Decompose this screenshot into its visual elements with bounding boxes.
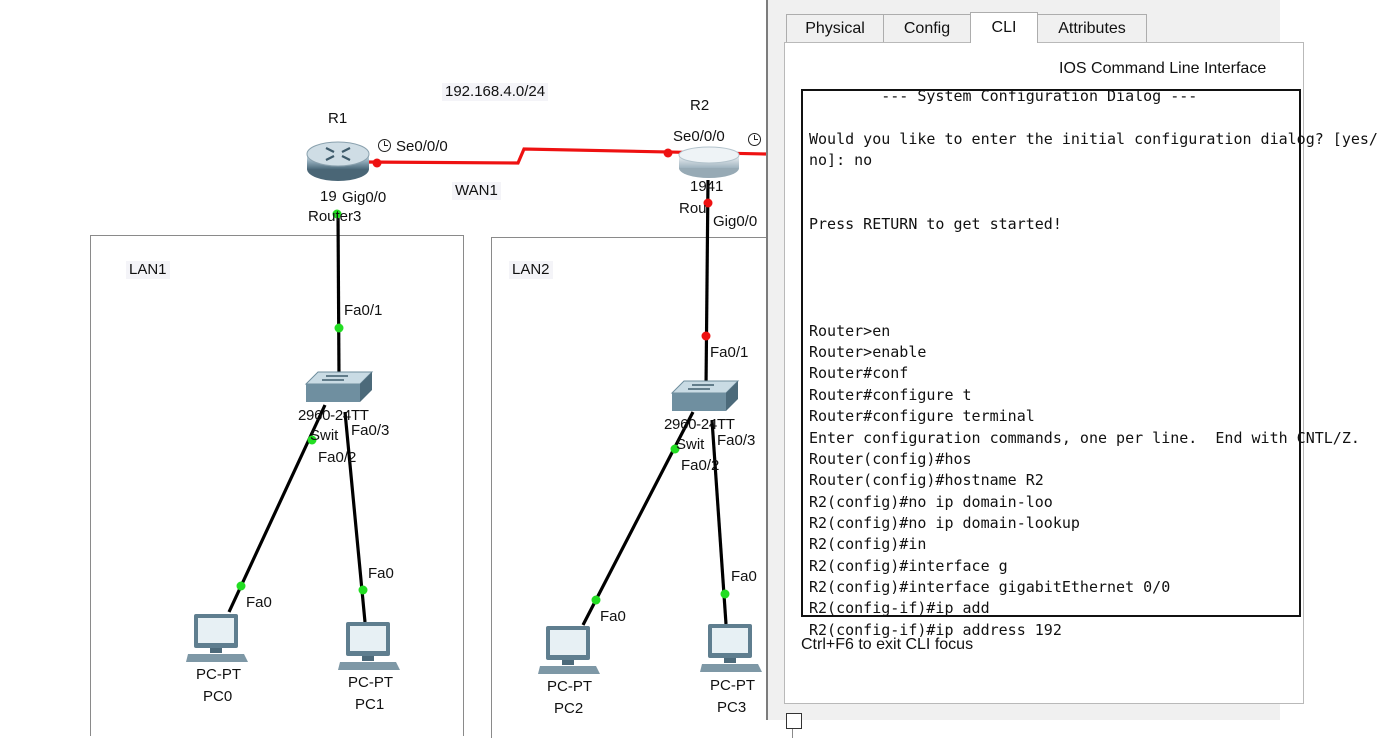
tab-attributes[interactable]: Attributes [1037,14,1147,42]
sw2-port-a-label: Fa0/2 [681,457,720,474]
r1-model-label: 19 [320,188,337,205]
sw1-name-label: Swit [310,427,339,444]
cli-focus-hint: Ctrl+F6 to exit CLI focus [801,636,974,653]
link-lights [236,148,730,605]
pc3-type-label: PC-PT [710,677,755,694]
r2-model-label: 1941 [690,178,724,195]
router-r1-icon[interactable] [306,138,370,184]
pc2-port-label: Fa0 [600,608,626,625]
r1-serial-port-label: Se0/0/0 [378,138,448,156]
pc3-port-label: Fa0 [731,568,757,585]
lan1-label[interactable]: LAN1 [126,261,170,279]
r2-gig-port-label: Gig0/0 [713,213,758,230]
sw2-port-b-label: Fa0/3 [717,432,756,449]
pc3-icon[interactable] [700,622,762,674]
sw1-uplink-port-label: Fa0/1 [344,302,383,319]
pc2-type-label: PC-PT [547,678,592,695]
sw2-name-label: Swit [676,436,705,453]
cable-layer [227,147,767,626]
sw2-model-label: 2960-24TT [664,416,735,433]
pc0-icon[interactable] [186,612,248,664]
switch-1-icon[interactable] [304,370,374,406]
lan1-area[interactable] [90,235,464,736]
cable-r2-sw2[interactable] [704,179,710,389]
pc0-type-label: PC-PT [196,666,241,683]
device-config-panel: Physical Config CLI Attributes IOS Comma… [766,0,1378,729]
cable-wan-serial[interactable] [365,147,767,165]
wan-label[interactable]: WAN1 [452,182,501,200]
pc0-port-label: Fa0 [246,594,272,611]
top-checkbox[interactable] [786,713,802,729]
r2-serial-port-label: Se0/0/0 [673,128,725,145]
tab-cli[interactable]: CLI [970,12,1038,43]
r2-name-label: R2 [690,97,710,114]
cable-r1-sw1[interactable] [336,211,341,378]
pc1-type-label: PC-PT [348,674,393,691]
r1-serial-port-text: Se0/0/0 [396,138,448,155]
switch-2-icon[interactable] [670,379,740,415]
cli-console-text[interactable]: --- System Configuration Dialog --- Woul… [809,87,1378,639]
clock-icon [748,133,761,146]
r1-name-label: R1 [328,110,348,127]
pc0-name-label: PC0 [203,688,233,705]
cli-tab-content: IOS Command Line Interface --- System Co… [784,42,1378,704]
pc1-name-label: PC1 [355,696,385,713]
cli-console[interactable]: --- System Configuration Dialog --- Woul… [801,87,1378,639]
topology-workspace[interactable]: 192.168.4.0/24 WAN1 LAN1 LAN2 R1 Se0/0/0… [0,0,793,738]
r1-hostname-label: Router3 [308,208,362,225]
cli-title: IOS Command Line Interface [1059,60,1267,77]
clock-icon [378,139,391,152]
tab-config[interactable]: Config [883,14,971,42]
router-r2-icon[interactable] [678,146,740,180]
wan-subnet-label[interactable]: 192.168.4.0/24 [442,83,549,101]
pc1-icon[interactable] [338,620,400,672]
lan2-label[interactable]: LAN2 [509,261,553,279]
tab-physical[interactable]: Physical [786,14,884,42]
pc1-port-label: Fa0 [368,565,394,582]
r2-clock [748,132,766,150]
sw1-port-a-label: Fa0/2 [318,449,357,466]
r2-hostname-label: Rou [679,200,707,217]
pc2-name-label: PC2 [554,700,584,717]
sw1-model-label: 2960-24TT [298,407,369,424]
pc2-icon[interactable] [538,624,600,676]
sw2-uplink-port-label: Fa0/1 [710,344,749,361]
sw1-port-b-label: Fa0/3 [351,422,390,439]
pc3-name-label: PC3 [717,699,747,716]
r1-gig-port-label: Gig0/0 [342,189,387,206]
